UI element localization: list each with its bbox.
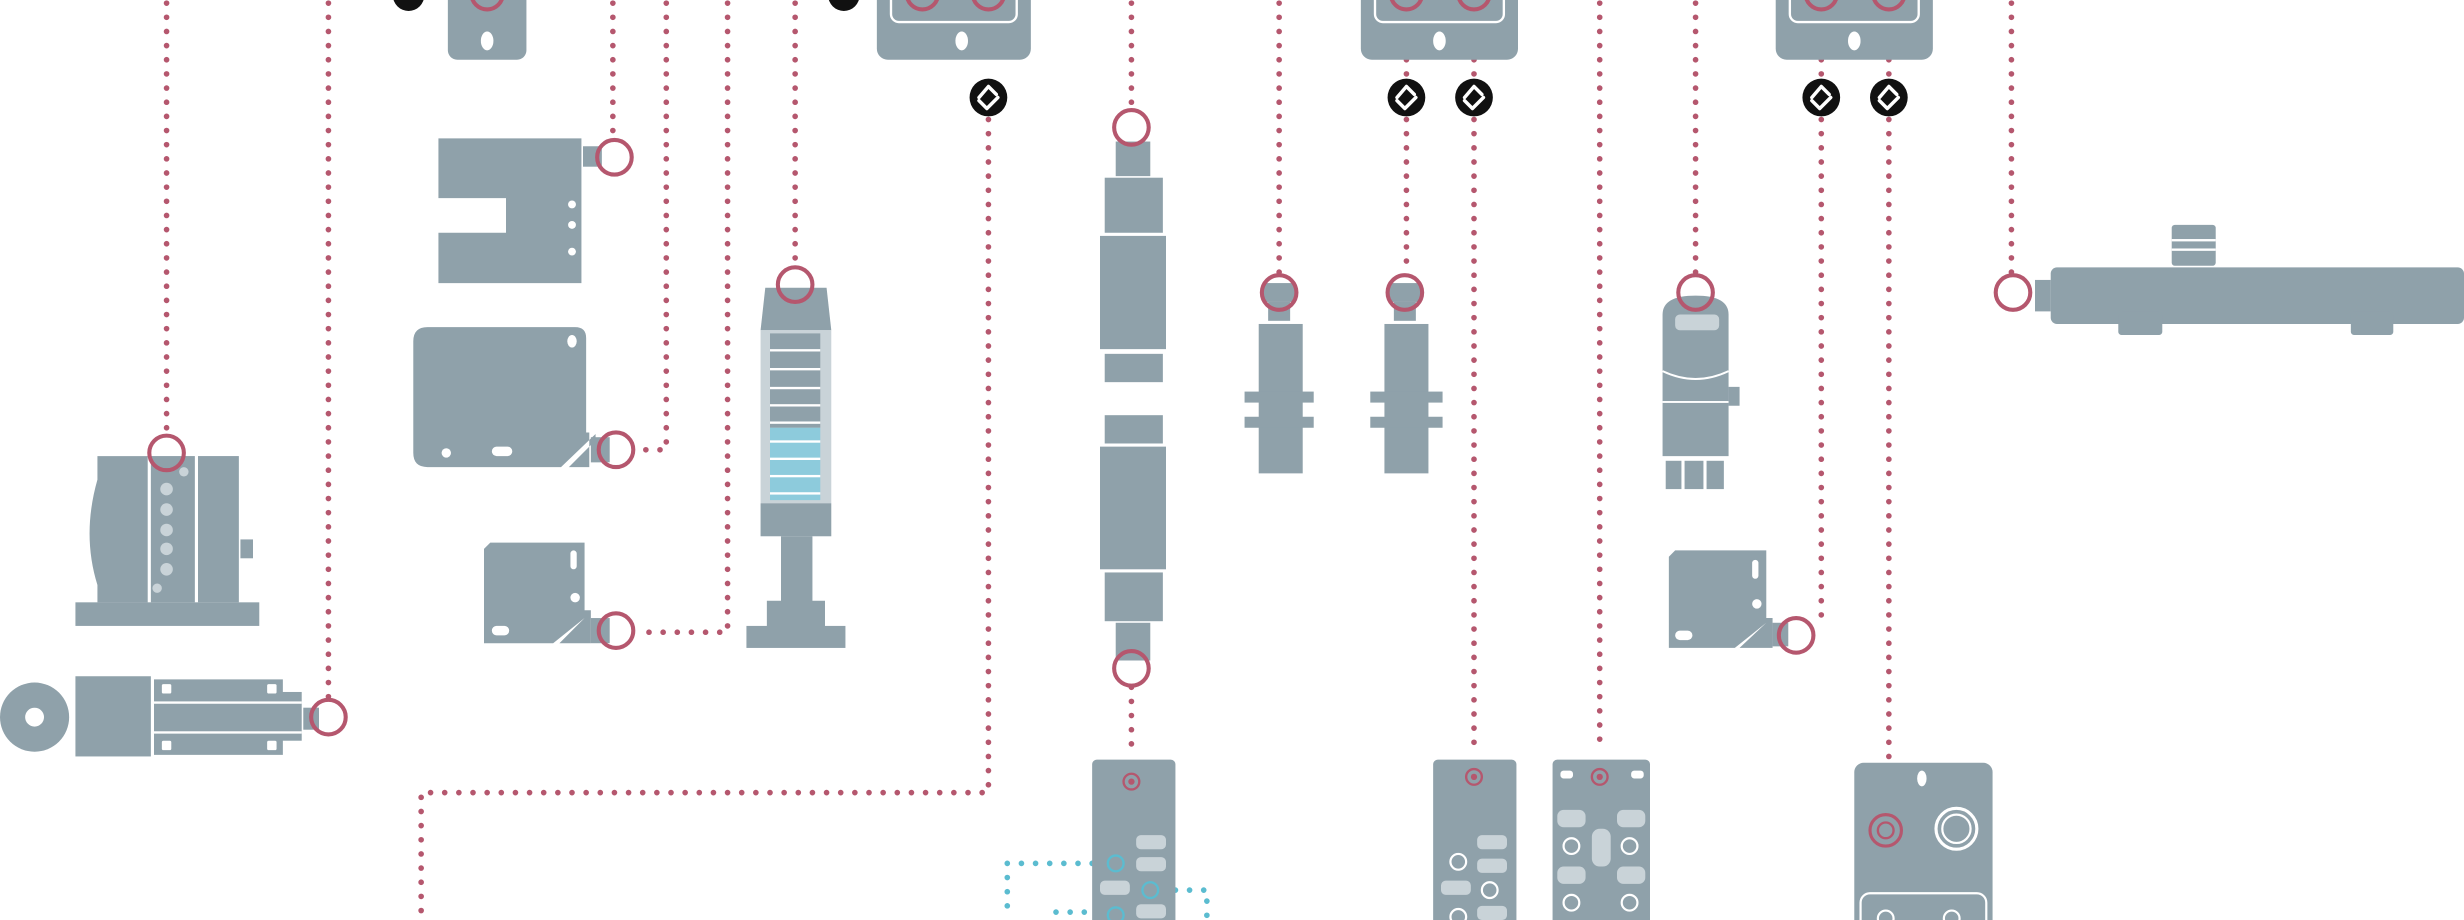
fieldbus-lines bbox=[1004, 860, 1210, 920]
m12-connector-icon bbox=[1868, 813, 1903, 848]
connection-port-icon bbox=[1112, 108, 1151, 147]
fork-sensor bbox=[438, 138, 602, 284]
connection-port-icon bbox=[1389, 0, 1424, 12]
io-module-1 bbox=[1092, 759, 1176, 920]
io-link-badge-icon bbox=[393, 0, 424, 12]
rotary-actuator bbox=[75, 456, 260, 626]
connection-port-icon bbox=[147, 433, 186, 473]
m12-connector-icon bbox=[1122, 772, 1141, 791]
photoelectric-sensor-large bbox=[413, 327, 610, 468]
io-module-3 bbox=[1552, 759, 1650, 920]
connection-port-icon bbox=[1993, 273, 2033, 312]
top-io-master-1 bbox=[876, 0, 1031, 60]
io-link-badge-icon bbox=[828, 0, 859, 12]
linear-position-sensor bbox=[2035, 224, 2464, 335]
top-io-master-3 bbox=[1775, 0, 1933, 60]
connection-port-icon bbox=[1676, 273, 1715, 312]
top-bracket-device bbox=[447, 0, 527, 60]
connection-port-icon bbox=[470, 0, 504, 12]
connection-port-icon bbox=[1259, 273, 1299, 312]
io-module-2 bbox=[1433, 759, 1517, 920]
io-link-badges bbox=[393, 0, 1908, 117]
connection-port-icon bbox=[1385, 273, 1425, 312]
pneumatic-cylinder bbox=[0, 676, 319, 757]
io-link-badge-icon bbox=[969, 78, 1008, 117]
connection-port-icon bbox=[1804, 0, 1838, 12]
inline-sensor-vertical bbox=[1100, 141, 1166, 661]
connection-port-icon bbox=[775, 265, 815, 304]
io-link-badge-icon bbox=[1870, 78, 1908, 117]
connection-port-icon bbox=[1776, 616, 1816, 655]
connection-ports bbox=[147, 0, 2033, 737]
connection-port-icon bbox=[1112, 649, 1151, 688]
m12-connector-icon bbox=[1590, 767, 1609, 786]
connection-port-icon bbox=[1457, 0, 1491, 12]
connection-port-icon bbox=[905, 0, 940, 12]
io-module-4 bbox=[1854, 762, 1993, 920]
connection-port-icon bbox=[971, 0, 1006, 12]
io-link-badge-icon bbox=[1802, 78, 1841, 117]
connection-port-icon bbox=[1872, 0, 1906, 12]
io-link-badge-icon bbox=[1455, 78, 1493, 117]
photoelectric-sensor-right bbox=[1668, 550, 1789, 648]
connection-port-icon bbox=[595, 137, 634, 177]
top-io-master-2 bbox=[1360, 0, 1518, 60]
photoelectric-sensor-small bbox=[484, 542, 610, 644]
connection-lines bbox=[163, 0, 2015, 920]
io-link-badge-icon bbox=[1387, 78, 1426, 117]
level-sensor-tower bbox=[746, 287, 846, 648]
connection-port-icon bbox=[596, 430, 636, 470]
pressure-sensor bbox=[1662, 295, 1740, 490]
connection-port-icon bbox=[596, 611, 636, 650]
m12-connector-icon bbox=[1464, 767, 1484, 786]
connection-port-icon bbox=[309, 697, 348, 737]
